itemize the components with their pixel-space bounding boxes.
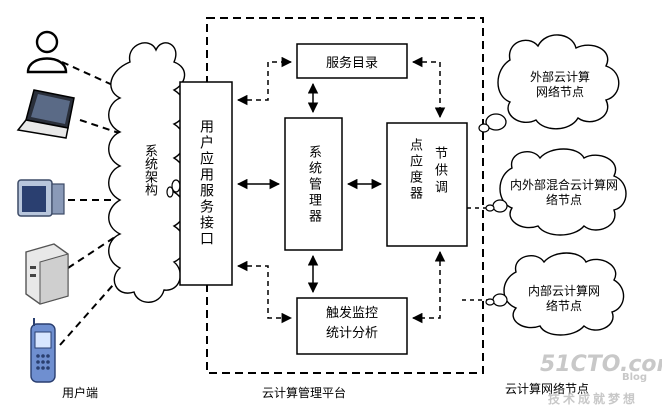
- watermark-tag: Blog: [622, 372, 648, 383]
- cloud-bubble: [492, 293, 508, 307]
- user-service-interface-box: [179, 81, 233, 286]
- mixed-cloud-line2: 络节点: [545, 193, 582, 207]
- monitor-line2: 统计分析: [325, 326, 378, 341]
- cloud-bubble: [478, 123, 490, 133]
- user-end-label: 用户端: [62, 386, 99, 400]
- node-scheduler-label: 节供调 点应度器: [387, 138, 467, 238]
- service-directory-text: 服务目录: [325, 55, 378, 71]
- internal-cloud-line1: 内部云计算网: [527, 284, 600, 298]
- dashed-arrows: [236, 56, 446, 324]
- mixed-cloud-label: 内外部混合云计算网 络节点: [508, 178, 620, 208]
- service-directory-label: 服务目录: [297, 44, 407, 78]
- platform-label: 云计算管理平台: [262, 386, 347, 400]
- mobile-phone-icon: [30, 318, 56, 383]
- internal-cloud-label: 内部云计算网 络节点: [512, 284, 616, 314]
- external-cloud-line2: 网络节点: [535, 85, 584, 99]
- mixed-cloud-node: [499, 148, 627, 236]
- system-manager-text: 系统管理器: [306, 145, 321, 225]
- mixed-cloud-line1: 内外部混合云计算网: [509, 178, 618, 192]
- cloud-bubble: [485, 204, 495, 212]
- watermark-subtitle: 技术成就梦想: [548, 392, 639, 406]
- external-cloud-label: 外部云计算 网络节点: [508, 70, 612, 100]
- system-manager-box: [284, 117, 343, 251]
- cloud-bubble: [485, 113, 507, 131]
- monitor-line1: 触发监控: [325, 306, 378, 321]
- laptop-icon: [16, 89, 75, 139]
- cloud-bubble: [166, 186, 174, 198]
- solid-arrows: [236, 82, 383, 294]
- monitor-label: 触发监控 统计分析: [297, 304, 407, 344]
- monitor-statistics-box: [296, 297, 408, 355]
- service-directory-box: [296, 43, 408, 79]
- node-scheduler-box: [386, 122, 468, 247]
- system-architecture-label: 系统架构: [139, 130, 159, 210]
- cloud-bubble: [492, 199, 508, 213]
- user-icon: [26, 30, 68, 74]
- internal-cloud-line2: 络节点: [545, 299, 582, 313]
- network-nodes-label: 云计算网络节点: [505, 382, 590, 396]
- system-manager-label: 系统管理器: [303, 130, 323, 240]
- node-links: [462, 207, 488, 301]
- cloud-bubble: [485, 298, 495, 306]
- interface-label: 用户应用服务接口: [196, 108, 216, 258]
- interface-text: 用户应用服务接口: [198, 119, 214, 247]
- watermark-site: 51CTO.com: [540, 352, 662, 377]
- external-cloud-line1: 外部云计算: [529, 70, 590, 84]
- external-cloud-node: [497, 34, 620, 130]
- system-architecture-text: 系统架构: [142, 144, 157, 196]
- desktop-monitor-icon: [17, 179, 65, 217]
- internal-cloud-node: [503, 252, 625, 336]
- node-scheduler-col1: 节供调: [432, 146, 447, 197]
- server-icon: [25, 243, 69, 305]
- node-scheduler-col2: 点应度器: [407, 138, 422, 202]
